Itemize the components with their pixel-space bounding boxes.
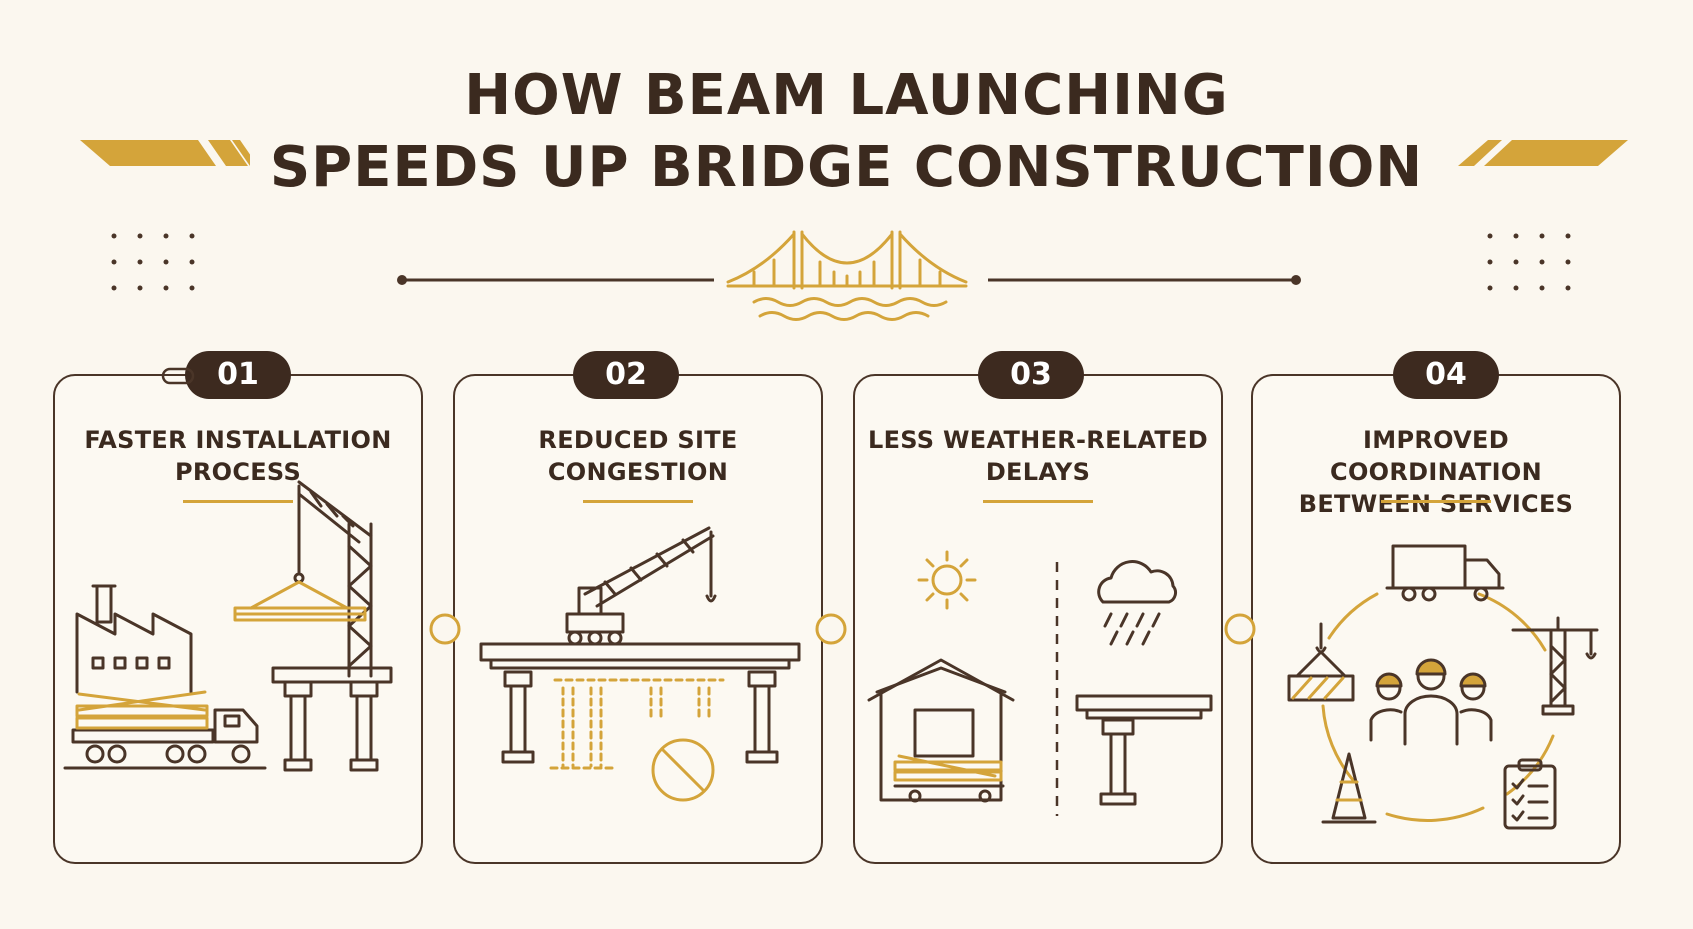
page-title: HOW BEAM LAUNCHING SPEEDS UP BRIDGE CONS… (0, 60, 1693, 204)
paperclip-icon (161, 367, 195, 385)
step-3-title: LESS WEATHER-RELATED DELAYS (868, 426, 1208, 486)
title-line-2: SPEEDS UP BRIDGE CONSTRUCTION (269, 135, 1424, 200)
dot-grid-right (1487, 233, 1571, 291)
sun-rain-shelter-icon (867, 550, 1213, 816)
step-2-title: REDUCED SITE CONGESTION (538, 426, 738, 486)
suspension-bridge-icon (726, 230, 968, 321)
connector-ring-2 (815, 613, 847, 645)
connector-ring-1 (429, 613, 461, 645)
crane-factory-truck-icon (63, 480, 393, 772)
title-line-1: HOW BEAM LAUNCHING (464, 63, 1229, 128)
step-card-4: IMPROVED COORDINATION BETWEEN SERVICES (1251, 374, 1621, 864)
step-card-1: FASTER INSTALLATION PROCESS (53, 374, 423, 864)
decorative-stripes-left (80, 140, 250, 166)
step-3-badge: 03 (978, 351, 1084, 399)
step-1-badge: 01 (185, 351, 291, 399)
step-2-underline (583, 500, 693, 503)
title-divider (397, 275, 1301, 285)
team-coordination-icon (1287, 544, 1599, 830)
step-1-title: FASTER INSTALLATION PROCESS (84, 426, 392, 486)
dot-grid-left (111, 233, 195, 291)
step-4-underline (1381, 500, 1491, 503)
step-1-underline (183, 500, 293, 503)
step-3-underline (983, 500, 1093, 503)
step-4-title: IMPROVED COORDINATION BETWEEN SERVICES (1298, 426, 1574, 518)
step-card-2: REDUCED SITE CONGESTION (453, 374, 823, 864)
decorative-stripes-right (1458, 140, 1628, 166)
crane-on-bridge-icon (479, 526, 801, 802)
step-card-3: LESS WEATHER-RELATED DELAYS (853, 374, 1223, 864)
step-4-badge: 04 (1393, 351, 1499, 399)
step-2-badge: 02 (573, 351, 679, 399)
connector-ring-3 (1224, 613, 1256, 645)
